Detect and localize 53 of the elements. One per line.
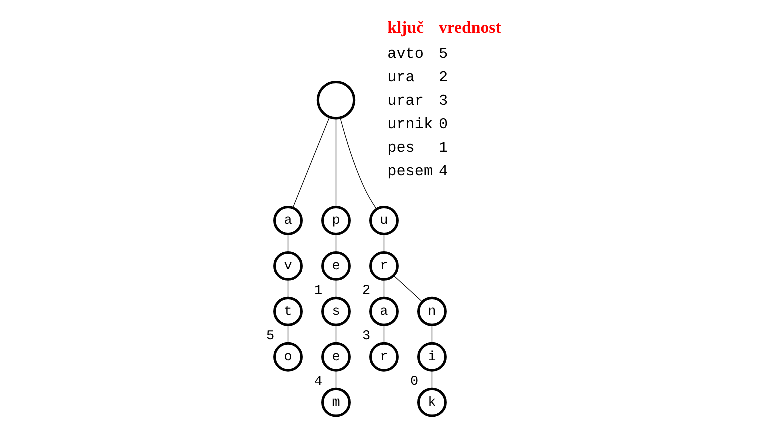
node-circle: u: [370, 206, 399, 236]
node-label: 4: [314, 374, 323, 390]
node-circle: i: [418, 342, 447, 372]
connector: [288, 324, 289, 344]
node-circle: e: [322, 342, 351, 372]
node-label: 1: [314, 284, 323, 299]
connector: [336, 324, 337, 344]
node-circle: k: [418, 388, 447, 418]
node-label: 0: [410, 374, 419, 390]
connector: [340, 118, 378, 210]
connector: [292, 117, 330, 208]
label: 4: [438, 162, 448, 181]
connector: [432, 324, 433, 344]
node-circle: p: [322, 206, 351, 236]
connector: [288, 234, 289, 253]
node-circle: m: [322, 388, 351, 418]
label: pes: [388, 139, 415, 158]
label: avto: [388, 44, 424, 63]
label: 5: [438, 44, 448, 63]
connector: [432, 370, 433, 390]
node-label: 5: [266, 329, 275, 344]
label: 2: [438, 68, 448, 86]
node-circle: r: [370, 342, 399, 372]
connector: [336, 279, 337, 298]
label: vrednost: [438, 18, 502, 37]
node-circle: a: [370, 296, 399, 326]
label: ura: [388, 68, 415, 86]
label: 1: [438, 139, 448, 158]
node-circle: a: [274, 206, 303, 236]
label: urnik: [388, 115, 434, 134]
node-circle: o: [274, 342, 303, 372]
connector: [384, 279, 385, 298]
node-circle: v: [274, 251, 303, 281]
label: pesem: [388, 162, 434, 181]
connector: [394, 276, 423, 302]
node-label: 2: [362, 284, 371, 299]
node-label: 3: [362, 329, 371, 344]
label: 3: [438, 92, 448, 110]
node-circle: s: [322, 296, 351, 326]
node-circle: e: [322, 251, 351, 281]
connector: [336, 234, 337, 253]
label: 0: [438, 115, 448, 134]
node-circle: [316, 80, 356, 120]
connector: [288, 279, 289, 298]
node-circle: r: [370, 251, 399, 281]
label: urar: [388, 92, 424, 110]
label: ključ: [388, 18, 424, 37]
node-circle: n: [418, 296, 447, 326]
connector: [336, 118, 337, 208]
connector: [384, 234, 385, 253]
connector: [336, 370, 337, 390]
connector: [384, 324, 385, 344]
node-circle: t: [274, 296, 303, 326]
